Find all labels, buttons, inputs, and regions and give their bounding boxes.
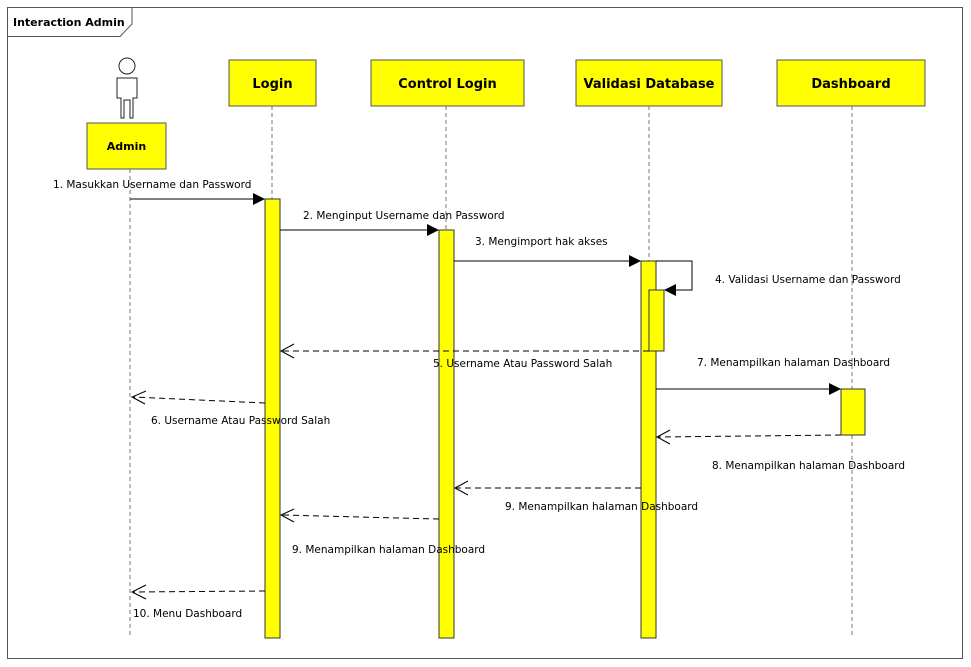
- lifeline-head-dashboard: Dashboard: [776, 59, 926, 107]
- message-10: 10. Menu Dashboard: [130, 584, 266, 620]
- frame-title: Interaction Admin: [13, 16, 125, 29]
- message-1: 1. Masukkan Username dan Password: [53, 179, 265, 205]
- activation-validasi-database: [640, 260, 657, 639]
- message-label: 9. Menampilkan halaman Dashboard: [292, 544, 485, 556]
- message-label: 7. Menampilkan halaman Dashboard: [697, 357, 890, 369]
- message-label: 6. Username Atau Password Salah: [151, 415, 330, 427]
- lifeline-head-control-login: Control Login: [370, 59, 525, 107]
- message-label: 9. Menampilkan halaman Dashboard: [505, 501, 698, 513]
- lifeline-label-control-login: Control Login: [398, 77, 497, 92]
- message-label: 2. Menginput Username dan Password: [303, 210, 505, 222]
- message-label: 5. Username Atau Password Salah: [433, 358, 612, 370]
- message-label: 1. Masukkan Username dan Password: [53, 179, 251, 191]
- message-label: 3. Mengimport hak akses: [475, 236, 608, 248]
- lifeline-label-dashboard: Dashboard: [811, 77, 890, 92]
- activation-login: [264, 198, 281, 639]
- lifeline-label-login: Login: [252, 77, 292, 92]
- message-9a: 9. Menampilkan halaman Dashboard: [453, 480, 698, 513]
- actor-label: Admin: [107, 140, 146, 153]
- message-6: 6. Username Atau Password Salah: [130, 390, 330, 427]
- stick-figure-icon: [116, 57, 138, 119]
- message-7: 7. Menampilkan halaman Dashboard: [656, 357, 890, 395]
- activation-validasi-nested: [648, 289, 665, 352]
- message-label: 8. Menampilkan halaman Dashboard: [712, 460, 905, 472]
- activation-control-login: [438, 229, 455, 639]
- diagram-frame: [7, 7, 963, 659]
- message-5: 5. Username Atau Password Salah: [279, 343, 649, 370]
- message-9b: 9. Menampilkan halaman Dashboard: [279, 508, 485, 556]
- message-2: 2. Menginput Username dan Password: [280, 210, 505, 236]
- actor-box: [86, 122, 167, 170]
- message-4: 4. Validasi Username dan Password: [656, 260, 901, 296]
- lifeline-head-validasi-database: Validasi Database: [575, 59, 723, 107]
- message-3: 3. Mengimport hak akses: [454, 236, 641, 267]
- message-label: 4. Validasi Username dan Password: [715, 274, 901, 286]
- activation-dashboard: [840, 388, 866, 436]
- message-label: 10. Menu Dashboard: [133, 608, 242, 620]
- lifeline-head-login: Login: [228, 59, 317, 107]
- message-8: 8. Menampilkan halaman Dashboard: [655, 429, 905, 472]
- frame-title-tab: [7, 7, 133, 37]
- lifeline-label-validasi-database: Validasi Database: [583, 77, 714, 92]
- actor-admin: Admin: [86, 57, 167, 170]
